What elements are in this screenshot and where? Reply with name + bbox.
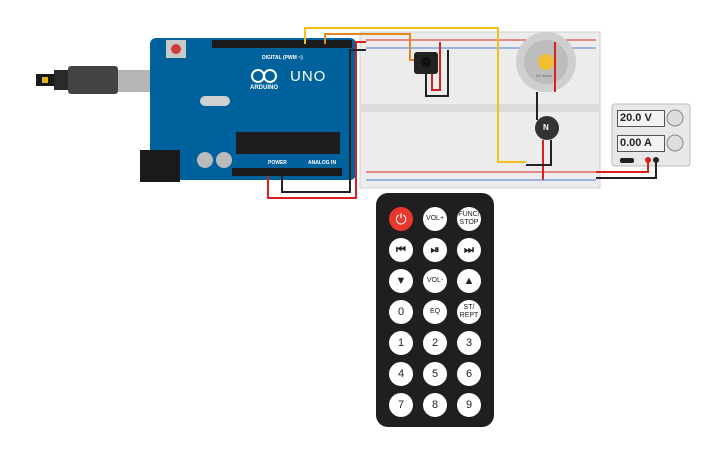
motor-label: Dc motor — [536, 73, 553, 78]
ir-receiver — [414, 52, 438, 74]
remote-5-button[interactable]: 5 — [423, 362, 447, 386]
arduino-brand-label: ARDUINO — [250, 85, 278, 91]
remote-9-button[interactable]: 9 — [457, 393, 481, 417]
dc-motor — [516, 32, 576, 92]
remote-8-button[interactable]: 8 — [423, 393, 447, 417]
remote-1-button[interactable]: 1 — [389, 331, 413, 355]
wires — [267, 27, 657, 199]
remote-next-button[interactable]: ⏭ — [457, 238, 481, 262]
digital-header-label: DIGITAL (PWM ~) — [262, 55, 303, 61]
remote-eq-button[interactable]: EQ — [423, 300, 447, 324]
usb-cable — [36, 66, 154, 94]
arduino-board-label: UNO — [290, 68, 327, 85]
transistor-label: N — [543, 123, 549, 132]
remote-2-button[interactable]: 2 — [423, 331, 447, 355]
remote-6-button[interactable]: 6 — [457, 362, 481, 386]
remote-st-rept-button[interactable]: ST/ REPT — [457, 300, 481, 324]
voltage-display: 20.0 V — [617, 110, 665, 127]
npn-transistor — [535, 116, 559, 140]
remote-3-button[interactable]: 3 — [457, 331, 481, 355]
remote-down-button[interactable]: ▼ — [389, 269, 413, 293]
remote-up-button[interactable]: ▲ — [457, 269, 481, 293]
power-header-label: POWER — [268, 160, 287, 166]
remote-power-button[interactable]: ⏻ — [389, 207, 413, 231]
remote-prev-button[interactable]: ⏮ — [389, 238, 413, 262]
remote-0-button[interactable]: 0 — [389, 300, 413, 324]
remote-func-stop-button[interactable]: FUNC/ STOP — [457, 207, 481, 231]
analog-header-label: ANALOG IN — [308, 160, 337, 166]
remote-vol-up-button[interactable]: VOL+ — [423, 207, 447, 231]
remote-play-pause-button[interactable]: ⏯ — [423, 238, 447, 262]
remote-vol-down-button[interactable]: VOL- — [423, 269, 447, 293]
arduino-board — [140, 38, 356, 182]
current-display: 0.00 A — [617, 135, 665, 152]
remote-4-button[interactable]: 4 — [389, 362, 413, 386]
remote-7-button[interactable]: 7 — [389, 393, 413, 417]
